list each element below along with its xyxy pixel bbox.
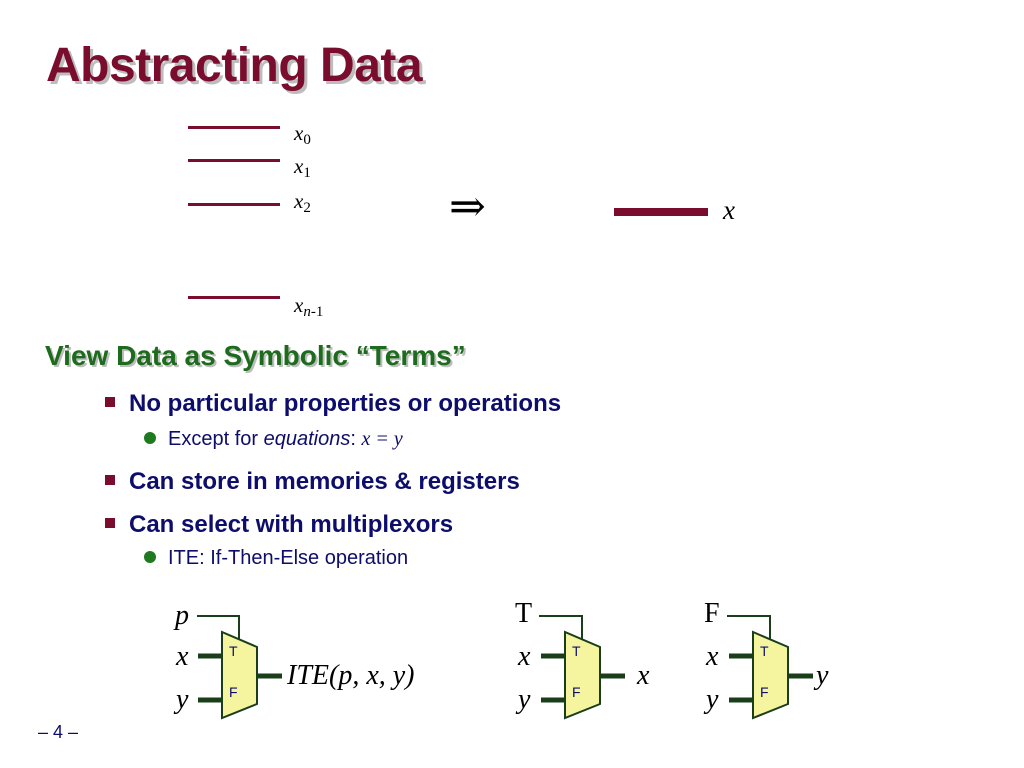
bit-line-n — [188, 296, 280, 299]
mux-true-select: T — [515, 598, 532, 629]
signal-label-0: x0 — [294, 121, 311, 148]
bit-line-0 — [188, 126, 280, 129]
mux-true-in2: y — [515, 684, 531, 715]
abstract-data-line — [614, 208, 708, 216]
bullet-store-memories: Can store in memories & registers — [105, 468, 520, 496]
mux-false-in2: y — [703, 684, 719, 715]
slide-title: Abstracting Data — [46, 39, 423, 92]
mux-general: T F p x y ITE(p, x, y) — [173, 600, 415, 720]
round-bullet-icon — [144, 432, 156, 444]
mux-true-t-label: T — [572, 643, 581, 659]
mux-true-f-label: F — [572, 684, 581, 700]
mux-false: T F F x y y — [703, 598, 829, 720]
mux-true: T F T x y x — [515, 598, 650, 720]
mux-false-output: y — [813, 660, 829, 691]
sub-bullet-equations: Except for equations: x = y — [144, 428, 403, 451]
section-heading: View Data as Symbolic “Terms” — [45, 340, 466, 371]
mux-general-in2: y — [173, 684, 189, 715]
signal-label-2: x2 — [294, 189, 311, 216]
page-number: – 4 – — [38, 722, 79, 742]
signal-label-1: x1 — [294, 154, 311, 181]
square-bullet-icon — [105, 518, 115, 528]
mux-general-output: ITE(p, x, y) — [286, 660, 415, 691]
round-bullet-icon — [144, 551, 156, 563]
mux-true-output: x — [636, 660, 650, 691]
bullet-no-properties: No particular properties or operations — [105, 390, 561, 418]
abstract-data-label: x — [723, 195, 735, 225]
mux-general-select: p — [173, 600, 189, 631]
mux-false-f-label: F — [760, 684, 769, 700]
signal-label-n: xn-1 — [294, 293, 324, 320]
mux-general-in1: x — [175, 641, 189, 672]
mux-false-in1: x — [705, 641, 719, 672]
mux-false-t-label: T — [760, 643, 769, 659]
mux-general-f-label: F — [229, 684, 238, 700]
sub-bullet-ite: ITE: If-Then-Else operation — [144, 547, 408, 570]
mux-true-in1: x — [517, 641, 531, 672]
bit-line-1 — [188, 159, 280, 162]
square-bullet-icon — [105, 397, 115, 407]
square-bullet-icon — [105, 475, 115, 485]
implies-arrow-icon: ⇒ — [449, 181, 486, 232]
bullet-multiplexors: Can select with multiplexors — [105, 511, 453, 539]
mux-false-select: F — [704, 598, 720, 629]
bit-line-2 — [188, 203, 280, 206]
mux-general-t-label: T — [229, 643, 238, 659]
